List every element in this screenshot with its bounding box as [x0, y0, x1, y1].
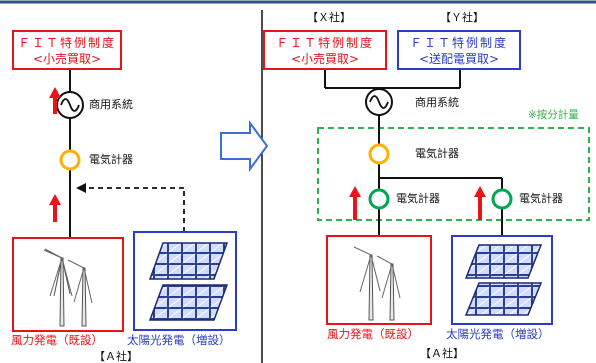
apportion-note: ※按分計量 [528, 109, 579, 121]
wind-box-right [326, 235, 432, 325]
arrow-icon [76, 183, 86, 193]
solar-label-left: 太陽光発電（増設） [127, 333, 231, 347]
fit-box-y-line2: <送配電買取> [418, 52, 500, 66]
wind-turbine-icon [353, 246, 401, 321]
arrow-icon [349, 186, 486, 220]
fit-box-left-line2: <小売買取> [32, 52, 102, 66]
dashed-connector [84, 187, 185, 232]
company-x-label: 【Ｘ社】 [307, 11, 351, 24]
fit-box-left: ＦＩＴ特例制度 <小売買取> [12, 30, 122, 70]
grid-label-left: 商用系統 [89, 98, 133, 111]
fit-box-x-line2: <小売買取> [290, 52, 360, 66]
ac-source-icon [56, 91, 84, 119]
meter-solar-label: 電気計器 [519, 192, 563, 205]
ac-source-icon [365, 88, 393, 116]
solar-panel-icon [148, 242, 229, 321]
wind-label-right: 風力発電（既設） [327, 327, 419, 341]
fit-box-x: ＦＩＴ特例制度 <小売買取> [263, 30, 387, 70]
company-label-left: 【Ａ社】 [94, 350, 138, 363]
apportion-region [317, 127, 590, 221]
transition-arrow-icon [220, 119, 269, 173]
fit-box-y: ＦＩＴ特例制度 <送配電買取> [397, 30, 521, 70]
company-y-label: 【Ｙ社】 [440, 11, 484, 24]
solar-panel-icon [464, 244, 543, 316]
solar-label-right: 太陽光発電（増設） [446, 327, 550, 341]
fit-box-y-line1: ＦＩＴ特例制度 [409, 36, 508, 50]
meter-label-left: 電気計器 [89, 153, 133, 166]
meter-icon [368, 188, 390, 210]
meter-main-label: 電気計器 [415, 147, 459, 160]
wind-label-left: 風力発電（既設） [11, 333, 103, 347]
fit-box-x-line1: ＦＩＴ特例制度 [275, 36, 374, 50]
meter-icon [368, 143, 390, 165]
arrow-icon [49, 87, 61, 222]
meter-icon [491, 188, 513, 210]
company-label-right: 【Ａ社】 [420, 347, 464, 360]
fit-box-left-line1: ＦＩＴ特例制度 [17, 36, 116, 50]
wind-turbine-icon [43, 248, 93, 327]
grid-label-right: 商用系統 [415, 96, 459, 109]
meter-icon [59, 149, 81, 171]
meter-wind-label: 電気計器 [396, 192, 440, 205]
